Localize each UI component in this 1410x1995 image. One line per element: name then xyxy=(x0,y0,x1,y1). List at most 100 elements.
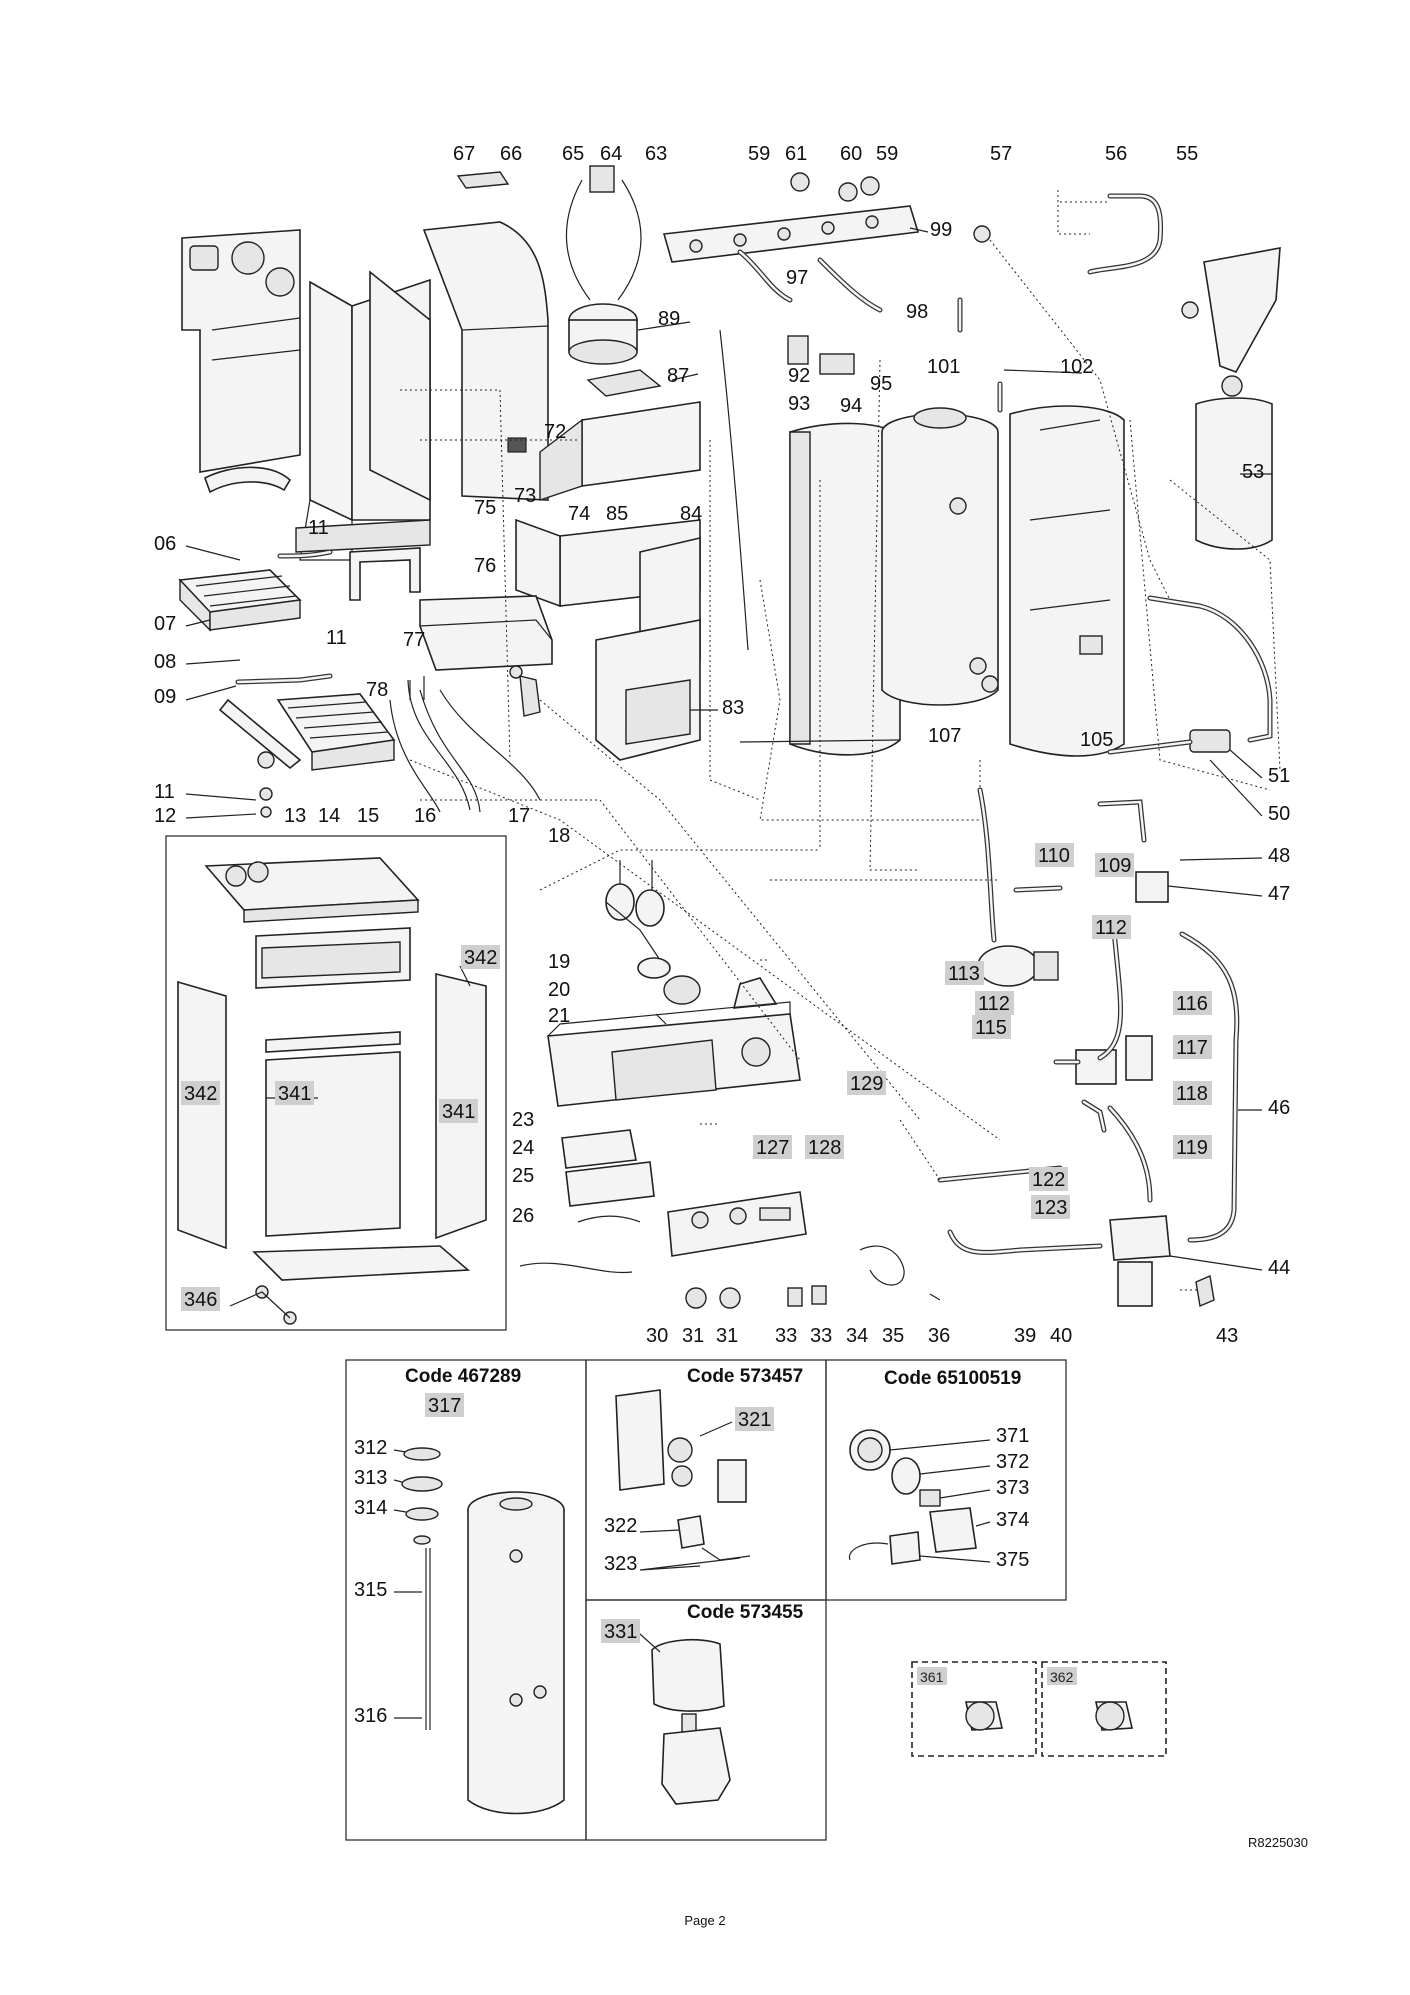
part-label: 07 xyxy=(154,613,176,635)
part-label: 83 xyxy=(722,697,744,719)
part-label: 322 xyxy=(604,1515,637,1537)
part-label: 75 xyxy=(474,497,496,519)
highlighted-part-label: 128 xyxy=(808,1137,841,1159)
part-label: 33 xyxy=(775,1325,797,1347)
top-right-pipe xyxy=(1087,193,1199,319)
side-cylinder xyxy=(1195,247,1281,550)
label-highlight xyxy=(1173,1081,1212,1105)
part-label: 84 xyxy=(680,503,702,525)
part-label: 51 xyxy=(1268,765,1290,787)
part-label: 23 xyxy=(512,1109,534,1131)
highlighted-part-label: 110 xyxy=(1038,845,1070,867)
part-label: 09 xyxy=(154,686,176,708)
part-label: 59 xyxy=(876,143,898,165)
part-label: 371 xyxy=(996,1425,1029,1447)
highlighted-part-label: 346 xyxy=(184,1289,217,1311)
part-label: 47 xyxy=(1268,883,1290,905)
circulating-pump xyxy=(977,871,1169,1085)
part-label: 94 xyxy=(840,395,862,417)
part-label: 36 xyxy=(928,1325,950,1347)
part-label: 72 xyxy=(544,421,566,443)
label-highlight xyxy=(1095,853,1134,877)
part-label: 53 xyxy=(1242,461,1264,483)
part-label: 76 xyxy=(474,555,496,577)
part-label: 73 xyxy=(514,485,536,507)
cylinder-kit xyxy=(393,1447,565,1815)
highlighted-part-label: 116 xyxy=(1176,993,1208,1015)
drawing-reference-code: R8225030 xyxy=(1248,1835,1308,1850)
expansion-vessel xyxy=(419,595,553,717)
highlighted-part-label: 109 xyxy=(1098,855,1131,877)
part-label: 06 xyxy=(154,533,176,555)
part-label: 60 xyxy=(840,143,862,165)
part-label: 92 xyxy=(788,365,810,387)
connection-pipes xyxy=(719,249,1003,651)
kit-code-title: Code 467289 xyxy=(405,1366,521,1387)
highlighted-part-label: 342 xyxy=(184,1083,217,1105)
highlighted-part-label: 342 xyxy=(464,947,497,969)
part-label: 34 xyxy=(846,1325,868,1347)
manifold xyxy=(662,172,991,263)
part-label: 97 xyxy=(786,267,808,289)
label-highlight xyxy=(735,1407,774,1431)
part-label: 11 xyxy=(326,627,347,649)
kit-code-title: Code 65100519 xyxy=(884,1368,1021,1389)
label-highlight xyxy=(753,1135,792,1159)
label-highlight xyxy=(1047,1667,1077,1685)
lower-pipes xyxy=(937,787,1240,1307)
right-pipe-run xyxy=(1107,595,1273,755)
label-highlight xyxy=(972,1015,1011,1039)
part-label: 101 xyxy=(927,356,960,378)
part-label: 56 xyxy=(1105,143,1127,165)
control-fascia xyxy=(667,1191,941,1309)
highlighted-part-label: 321 xyxy=(738,1409,771,1431)
highlighted-part-label: 127 xyxy=(756,1137,789,1159)
highlighted-part-label: 112 xyxy=(978,993,1010,1015)
label-highlight xyxy=(1173,1035,1212,1059)
part-label: 08 xyxy=(154,651,176,673)
part-label: 372 xyxy=(996,1451,1029,1473)
part-label: 107 xyxy=(928,725,961,747)
label-highlight xyxy=(945,961,984,985)
label-highlight xyxy=(805,1135,844,1159)
part-label: 48 xyxy=(1268,845,1290,867)
part-label: 78 xyxy=(366,679,388,701)
part-label: 314 xyxy=(354,1497,387,1519)
dotted-guides xyxy=(400,190,1281,1291)
label-highlight xyxy=(1029,1167,1068,1191)
highlighted-part-label: 341 xyxy=(442,1101,475,1123)
label-highlight xyxy=(181,1287,220,1311)
part-label: 59 xyxy=(748,143,770,165)
highlighted-part-label: 119 xyxy=(1176,1137,1208,1159)
part-label: 95 xyxy=(870,373,892,395)
part-label: 313 xyxy=(354,1467,387,1489)
part-label: 87 xyxy=(667,365,689,387)
label-highlight xyxy=(847,1071,886,1095)
part-label: 18 xyxy=(548,825,570,847)
label-highlight xyxy=(1173,1135,1212,1159)
part-label: 17 xyxy=(508,805,530,827)
part-label: 30 xyxy=(646,1325,668,1347)
left-pipes xyxy=(235,549,333,818)
part-label: 74 xyxy=(568,503,590,525)
highlighted-part-label: 361 xyxy=(920,1669,944,1685)
part-label: 374 xyxy=(996,1509,1029,1531)
code-kits-frame xyxy=(345,1359,1067,1841)
part-label: 89 xyxy=(658,308,680,330)
side-frame xyxy=(295,270,431,601)
part-label: 11 xyxy=(154,781,175,803)
part-label: 66 xyxy=(500,143,522,165)
part-label: 26 xyxy=(512,1205,534,1227)
label-highlight xyxy=(181,1081,220,1105)
highlighted-part-label: 317 xyxy=(428,1395,461,1417)
highlighted-part-label: 341 xyxy=(278,1083,311,1105)
kit-code-title: Code 573457 xyxy=(687,1366,803,1387)
fan-assembly xyxy=(565,165,662,397)
part-label: 13 xyxy=(284,805,306,827)
label-highlight xyxy=(601,1619,640,1643)
part-label: 21 xyxy=(548,1005,570,1027)
label-highlight xyxy=(1092,915,1131,939)
part-label: 16 xyxy=(414,805,436,827)
